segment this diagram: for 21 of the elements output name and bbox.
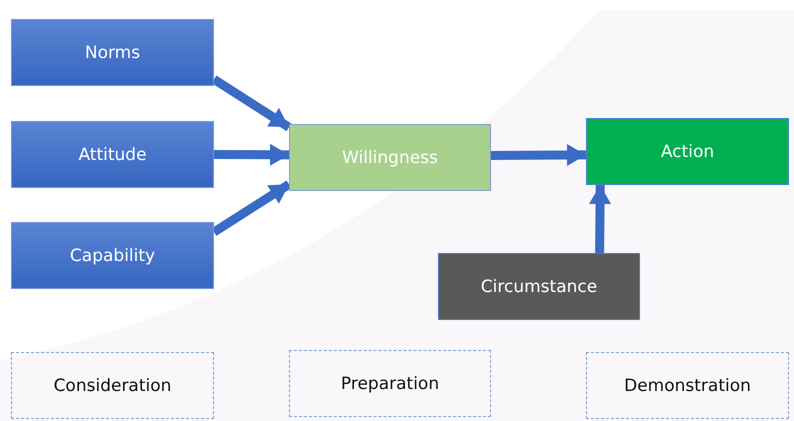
stage-box	[289, 350, 491, 417]
box-label: Attitude	[78, 144, 147, 164]
box-label: Preparation	[340, 374, 440, 394]
block-arrow	[490, 144, 586, 166]
process-box	[438, 253, 640, 320]
box-label: Action	[660, 142, 714, 162]
stage-box	[11, 352, 214, 419]
box-label: Consideration	[54, 376, 172, 396]
stage-box	[586, 352, 789, 419]
process-box	[11, 222, 214, 289]
box-label: Circumstance	[480, 276, 598, 296]
box-label: Demonstration	[624, 376, 751, 396]
box-label: Capability	[70, 246, 156, 266]
process-box	[11, 121, 214, 188]
box-label: Willingness	[342, 148, 438, 168]
block-arrow	[214, 144, 290, 166]
block-arrow	[589, 184, 612, 254]
box-label: Norms	[84, 42, 140, 62]
process-box	[289, 124, 491, 191]
process-box	[586, 118, 789, 185]
process-box	[11, 19, 214, 86]
